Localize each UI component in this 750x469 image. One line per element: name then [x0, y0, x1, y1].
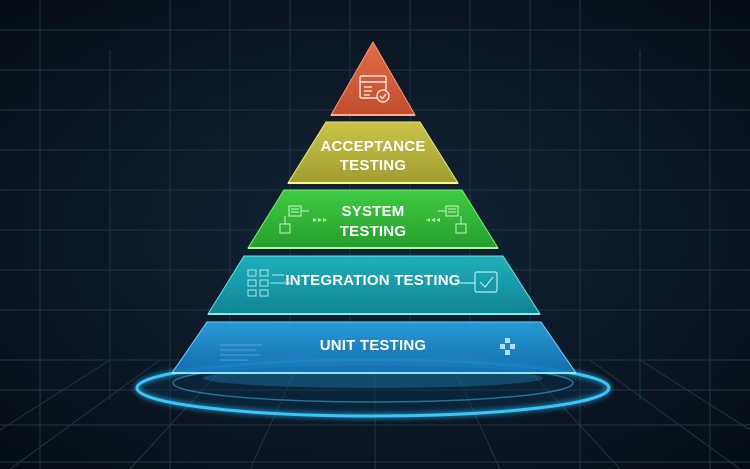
- arrows-right-icon: [313, 218, 327, 222]
- acceptance-label: ACCEPTANCE TESTING: [320, 138, 425, 174]
- system-label-line-1: SYSTEM: [342, 203, 405, 220]
- integration-check-icon: [460, 271, 498, 293]
- integration-label: INTEGRATION TESTING: [285, 272, 460, 289]
- system-flow-left-icon: [279, 205, 309, 234]
- unit-blocks-icon: [500, 338, 515, 355]
- unit-faint-text: [220, 344, 262, 361]
- acceptance-label-line-2: TESTING: [340, 157, 406, 174]
- unit-label: UNIT TESTING: [320, 337, 427, 354]
- pyramid: [171, 40, 577, 374]
- checklist-window-icon: [359, 75, 390, 103]
- system-label: SYSTEM TESTING: [340, 203, 406, 240]
- system-label-line-2: TESTING: [340, 223, 406, 240]
- integration-modules-icon: [247, 269, 290, 297]
- system-flow-right-icon: [438, 205, 467, 234]
- acceptance-label-line-1: ACCEPTANCE: [320, 138, 425, 155]
- arrows-left-icon: [426, 218, 440, 222]
